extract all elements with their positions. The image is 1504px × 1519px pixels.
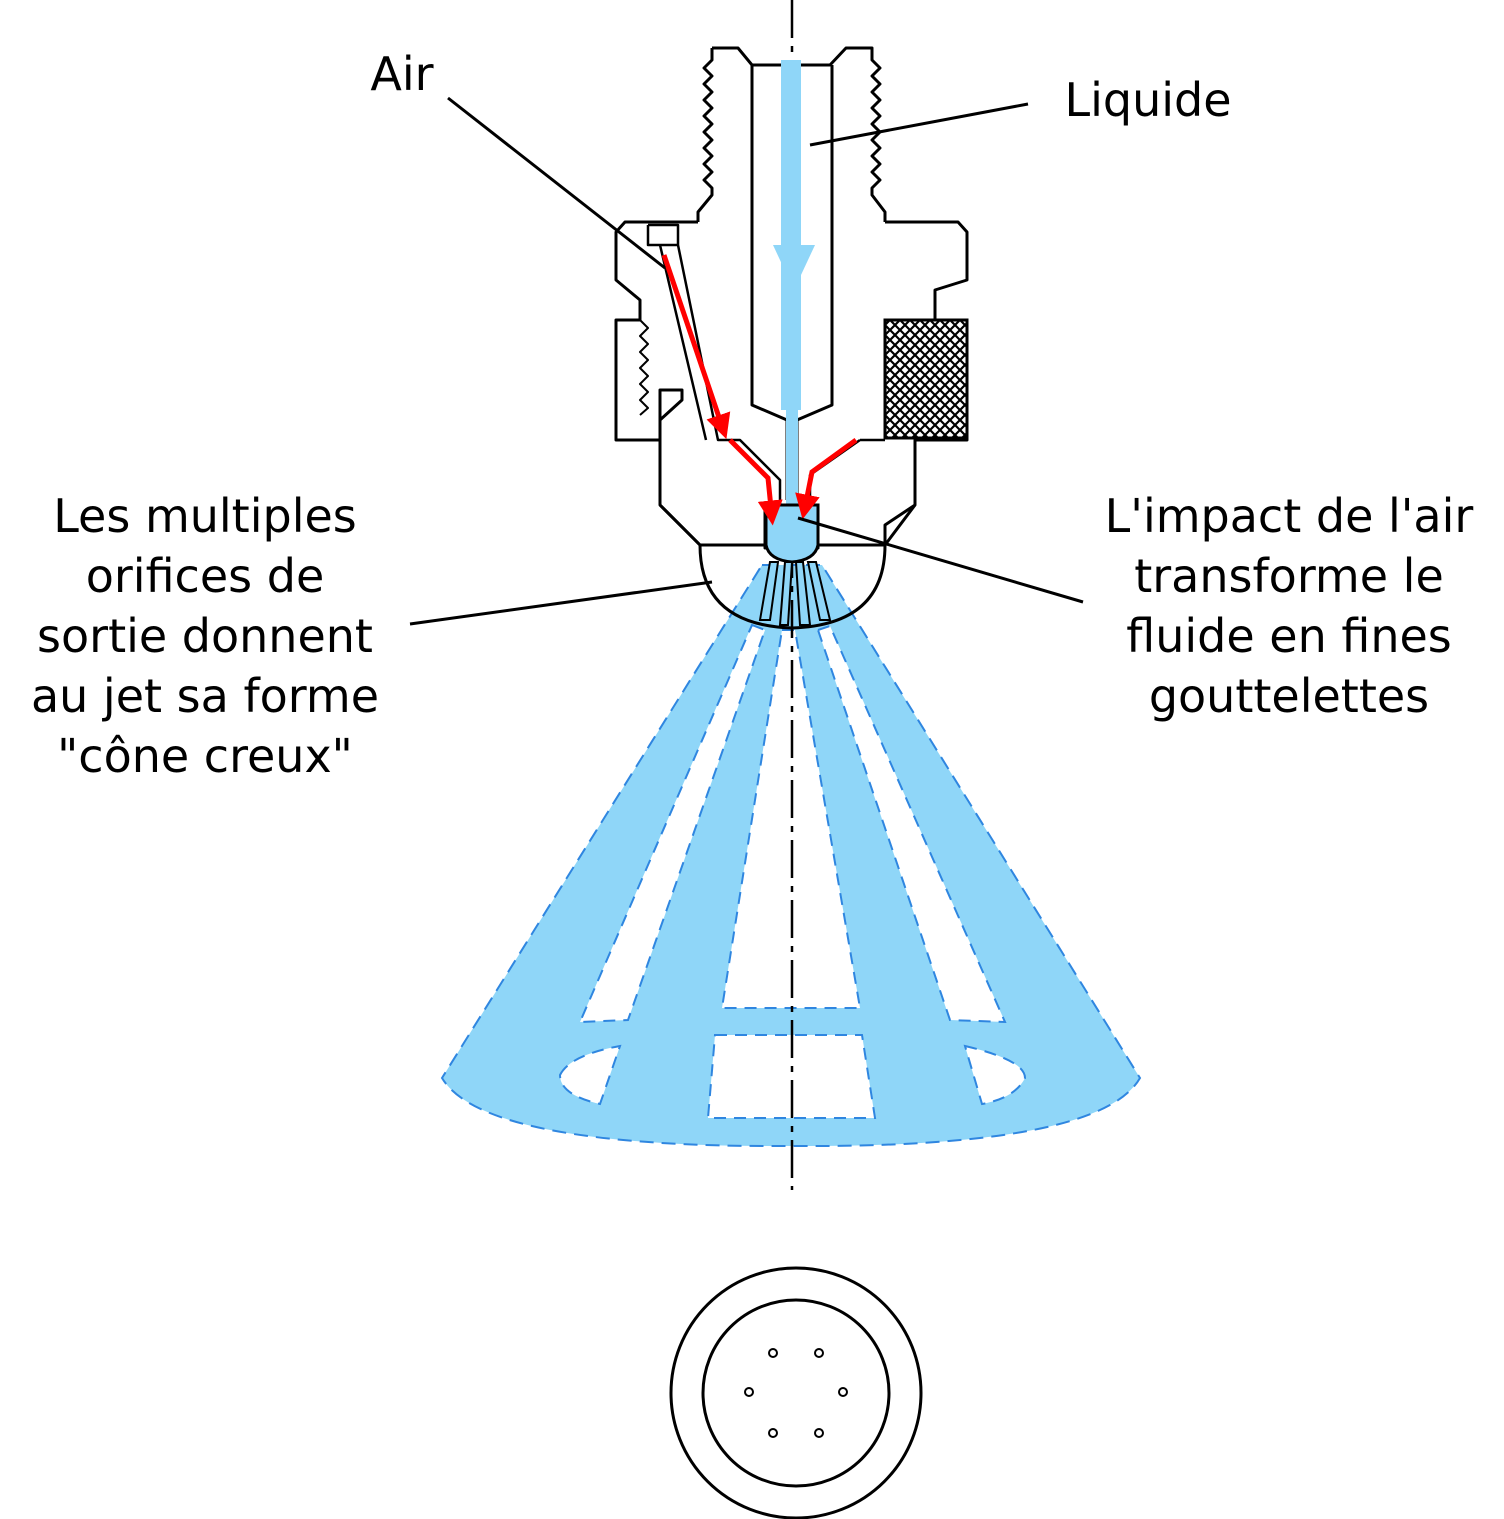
label-orifices-line: orifices de	[86, 549, 325, 603]
orifice-hole	[814, 1348, 824, 1358]
label-orifices-line: au jet sa forme	[31, 669, 379, 723]
spray-gaps	[558, 623, 1027, 1119]
orifice-hole	[814, 1428, 824, 1438]
leader-orifices	[409, 580, 713, 626]
label-impact-line: fluide en fines	[1126, 609, 1452, 663]
liquid-flow-arrow	[773, 245, 815, 290]
leader-liquid	[809, 102, 1029, 147]
label-impact-line: gouttelettes	[1149, 669, 1429, 723]
orifice-hole	[768, 1348, 778, 1358]
label-orifices: Les multiples orifices de sortie donnent…	[31, 489, 379, 783]
leader-air	[447, 96, 666, 270]
air-passage-right	[808, 438, 885, 505]
exit-jets	[758, 561, 832, 626]
exit-orifice-holes	[744, 1348, 848, 1438]
nozzle-bottom-view	[669, 1266, 923, 1519]
hemispherical-tip	[698, 543, 887, 630]
leader-lines	[409, 96, 1084, 626]
bottom-view-outer-ring	[669, 1266, 923, 1519]
air-passage-left	[646, 223, 782, 505]
leader-impact	[797, 516, 1084, 604]
threaded-inlet	[696, 46, 887, 222]
label-air: Air	[370, 47, 433, 101]
label-liquid: Liquide	[1064, 73, 1231, 127]
air-cap-left	[614, 220, 702, 547]
nozzle-bottom-bevel	[658, 503, 917, 547]
label-orifices-line: sortie donnent	[37, 609, 373, 663]
label-orifices-line: "cône creux"	[57, 729, 353, 783]
label-impact-line: transforme le	[1134, 549, 1444, 603]
knurled-grip	[883, 318, 969, 440]
label-orifices-line: Les multiples	[53, 489, 357, 543]
label-impact-line: L'impact de l'air	[1105, 489, 1474, 543]
orifice-hole	[768, 1428, 778, 1438]
orifice-hole	[838, 1387, 848, 1397]
bottom-view-inner-ring	[701, 1298, 891, 1488]
label-impact: L'impact de l'air transforme le fluide e…	[1105, 489, 1474, 723]
air-flow-arrows	[661, 254, 858, 526]
orifice-hole	[744, 1387, 754, 1397]
air-cap-thread	[639, 319, 649, 416]
